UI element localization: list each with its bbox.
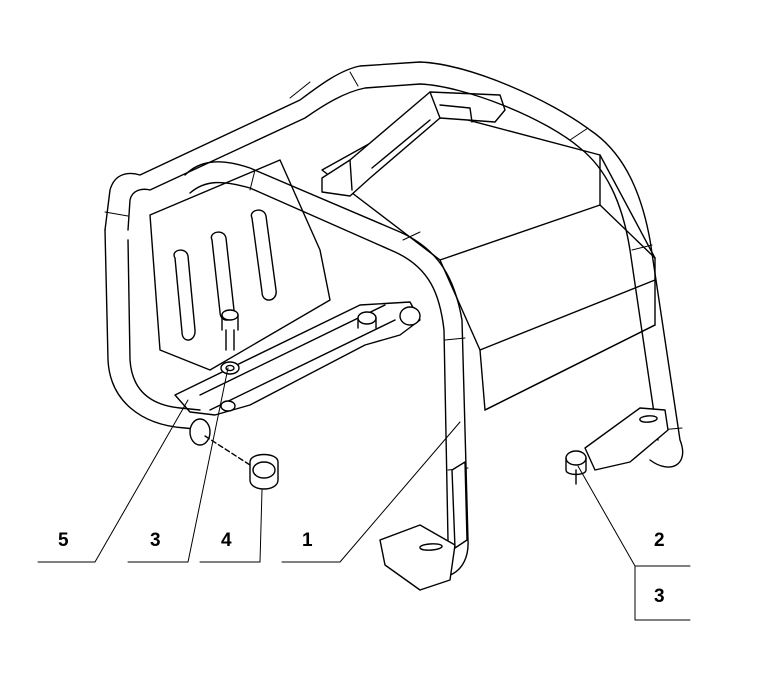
tube-frame: [104, 61, 684, 578]
front-foot-bracket: [379, 461, 468, 591]
socket-screw: [221, 309, 239, 351]
leader-lines: [37, 367, 691, 621]
callout-1: 1: [302, 530, 313, 551]
callout-2: 2: [654, 530, 665, 551]
callout-5: 5: [58, 530, 69, 551]
slotted-side-plate: [149, 159, 331, 371]
right-side-bracket: [565, 407, 669, 485]
end-cap: [204, 435, 279, 490]
callout-3-washer: 3: [150, 530, 161, 551]
washer: [220, 361, 240, 375]
housing-block: [321, 109, 656, 411]
base-mount-plate: [174, 301, 421, 416]
callout-3-bracket: 3: [654, 586, 665, 607]
callout-4: 4: [221, 530, 232, 551]
top-handle: [321, 91, 506, 197]
